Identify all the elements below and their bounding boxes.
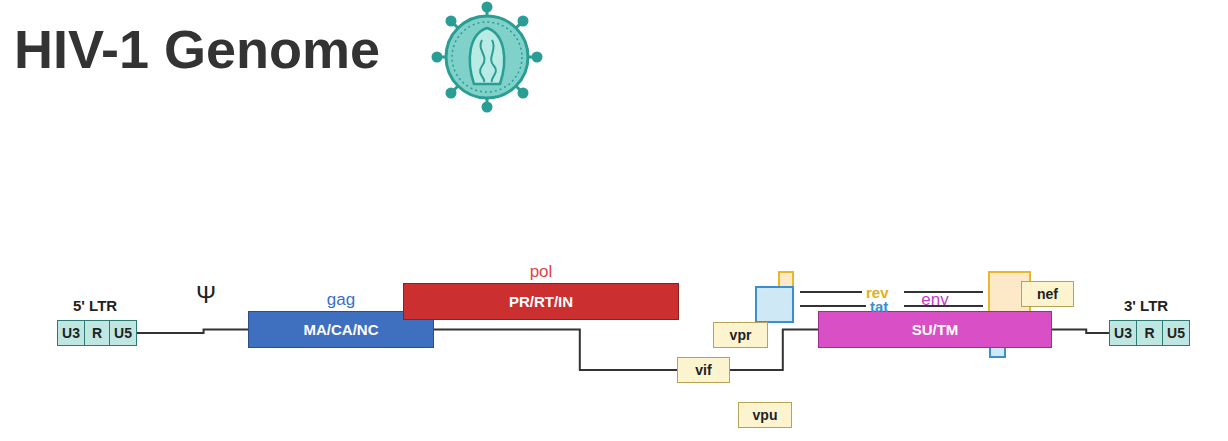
gene-label: nef [1037,287,1058,301]
gene-label: PR/RT/IN [509,294,573,309]
genome-line [137,330,248,334]
virus-icon [433,3,541,111]
rev-exons [779,272,1030,312]
gene-label: vpr [730,328,752,342]
genome-line [1052,330,1109,334]
gene-box: U3 [57,320,85,346]
diagram-title: HIV-1 Genome [14,22,380,76]
gene-name: pol [530,263,553,280]
gene-label: vif [695,363,711,377]
gene-label: R [92,326,102,340]
gene-box: nef [1021,281,1074,307]
gene-box: vpu [738,402,792,428]
gene-name: gag [327,291,355,308]
genome-line [434,330,677,371]
region-label: Ψ [196,283,216,307]
gene-label: R [1144,326,1154,340]
gene-label: MA/CA/NC [304,322,379,337]
gene-label: SU/TM [912,322,959,337]
region-label: rev [866,285,889,300]
gene-box: U5 [1162,320,1190,346]
gene-box: U5 [109,320,137,346]
gene-name: env [921,291,948,308]
gene-label: U3 [62,326,80,340]
gene-box: polPR/RT/IN [403,283,679,320]
gene-box: vif [677,357,730,383]
gene-label: U3 [1114,326,1132,340]
gene-box: R [84,320,110,346]
gene-box: U3 [1109,320,1137,346]
gene-label: vpu [753,408,778,422]
region-label: 5' LTR [73,298,117,313]
gene-label: U5 [1167,326,1185,340]
gene-label: U5 [114,326,132,340]
region-label: 3' LTR [1124,298,1168,313]
gene-box: R [1136,320,1163,346]
gene-box: envSU/TM [818,311,1052,348]
gene-box: vpr [713,322,768,348]
region-label: tat [870,299,888,314]
